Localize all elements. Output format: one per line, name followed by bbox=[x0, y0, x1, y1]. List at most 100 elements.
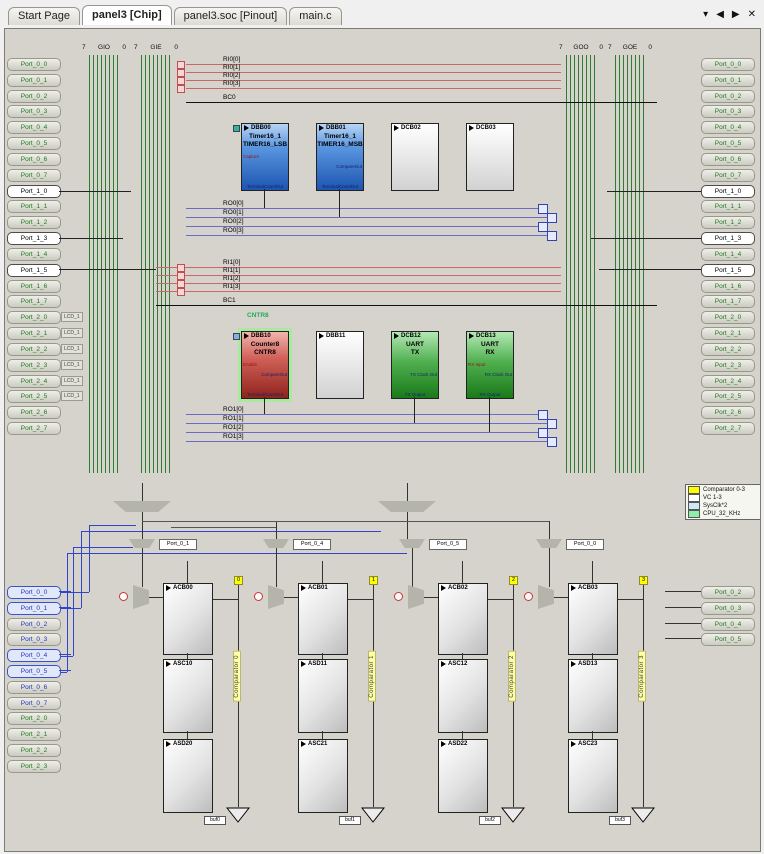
analog-port-left-port_0_5[interactable]: Port_0_5 bbox=[7, 665, 61, 678]
port-pin-right-port_1_3[interactable]: Port_1_3 bbox=[701, 232, 755, 245]
analog-column-mux[interactable] bbox=[268, 585, 284, 609]
row-input-connector[interactable] bbox=[177, 61, 185, 69]
row-output-connector[interactable] bbox=[547, 419, 557, 429]
analog-input-mux[interactable] bbox=[113, 501, 171, 512]
tab-panel3-chip-[interactable]: panel3 [Chip] bbox=[81, 5, 172, 25]
port-pin-right-port_2_1[interactable]: Port_2_1 bbox=[701, 327, 755, 340]
tab-panel3-soc-pinout-[interactable]: panel3.soc [Pinout] bbox=[173, 7, 288, 25]
tab-main-c[interactable]: main.c bbox=[289, 7, 342, 25]
row-input-connector[interactable] bbox=[177, 85, 185, 93]
port-pin-right-port_2_4[interactable]: Port_2_4 bbox=[701, 375, 755, 388]
port-pin-right-port_0_0[interactable]: Port_0_0 bbox=[701, 58, 755, 71]
analog-port-right-port_0_3[interactable]: Port_0_3 bbox=[701, 602, 755, 615]
port-pin-right-port_2_7[interactable]: Port_2_7 bbox=[701, 422, 755, 435]
output-buffer-icon[interactable] bbox=[226, 807, 250, 824]
port-pin-right-port_2_0[interactable]: Port_2_0 bbox=[701, 311, 755, 324]
analog-block-asd11[interactable]: ASD11 bbox=[298, 659, 348, 733]
port-pin-left-port_0_4[interactable]: Port_0_4 bbox=[7, 121, 61, 134]
analog-port-left-port_0_7[interactable]: Port_0_7 bbox=[7, 697, 61, 710]
analog-select-mux[interactable] bbox=[263, 539, 289, 548]
analog-block-asd22[interactable]: ASD22 bbox=[438, 739, 488, 813]
row-output-connector[interactable] bbox=[547, 231, 557, 241]
analog-block-asc21[interactable]: ASC21 bbox=[298, 739, 348, 813]
port-pin-right-port_2_2[interactable]: Port_2_2 bbox=[701, 343, 755, 356]
row-input-connector[interactable] bbox=[177, 264, 185, 272]
analog-block-asd20[interactable]: ASD20 bbox=[163, 739, 213, 813]
port-pin-right-port_2_6[interactable]: Port_2_6 bbox=[701, 406, 755, 419]
row-output-connector[interactable] bbox=[538, 428, 548, 438]
tab-start-page[interactable]: Start Page bbox=[8, 7, 80, 25]
analog-port-left-port_0_2[interactable]: Port_0_2 bbox=[7, 618, 61, 631]
port-pin-left-port_0_3[interactable]: Port_0_3 bbox=[7, 105, 61, 118]
analog-select-value[interactable]: Port_0_4 bbox=[293, 539, 331, 550]
digital-block-dcb02[interactable]: DCB02 bbox=[391, 123, 439, 191]
port-pin-left-port_2_3[interactable]: Port_2_3 bbox=[7, 359, 61, 372]
port-pin-left-port_2_1[interactable]: Port_2_1 bbox=[7, 327, 61, 340]
analog-select-mux[interactable] bbox=[399, 539, 425, 548]
port-pin-right-port_0_6[interactable]: Port_0_6 bbox=[701, 153, 755, 166]
analog-port-left-port_0_4[interactable]: Port_0_4 bbox=[7, 649, 61, 662]
port-pin-right-port_0_1[interactable]: Port_0_1 bbox=[701, 74, 755, 87]
analog-block-acb00[interactable]: ACB00 bbox=[163, 583, 213, 655]
row-output-connector[interactable] bbox=[538, 222, 548, 232]
tab-menu-icon[interactable]: ▾ bbox=[703, 9, 709, 20]
port-pin-left-port_2_0[interactable]: Port_2_0 bbox=[7, 311, 61, 324]
port-pin-left-port_2_7[interactable]: Port_2_7 bbox=[7, 422, 61, 435]
port-pin-right-port_0_4[interactable]: Port_0_4 bbox=[701, 121, 755, 134]
analog-port-left-port_0_1[interactable]: Port_0_1 bbox=[7, 602, 61, 615]
port-pin-left-port_1_1[interactable]: Port_1_1 bbox=[7, 200, 61, 213]
analog-block-asc10[interactable]: ASC10 bbox=[163, 659, 213, 733]
analog-port-left-port_2_2[interactable]: Port_2_2 bbox=[7, 744, 61, 757]
port-pin-left-port_0_7[interactable]: Port_0_7 bbox=[7, 169, 61, 182]
port-pin-left-port_0_1[interactable]: Port_0_1 bbox=[7, 74, 61, 87]
port-pin-left-port_1_5[interactable]: Port_1_5 bbox=[7, 264, 61, 277]
analog-column-mux[interactable] bbox=[408, 585, 424, 609]
port-pin-right-port_1_7[interactable]: Port_1_7 bbox=[701, 295, 755, 308]
port-pin-left-port_0_5[interactable]: Port_0_5 bbox=[7, 137, 61, 150]
port-pin-right-port_2_5[interactable]: Port_2_5 bbox=[701, 390, 755, 403]
analog-select-mux[interactable] bbox=[536, 539, 562, 548]
analog-select-value[interactable]: Port_0_1 bbox=[159, 539, 197, 550]
tab-scroll-right-icon[interactable]: ▶ bbox=[731, 9, 740, 20]
analog-port-left-port_0_0[interactable]: Port_0_0 bbox=[7, 586, 61, 599]
output-buffer-icon[interactable] bbox=[361, 807, 385, 824]
tab-scroll-left-icon[interactable]: ◀ bbox=[716, 9, 724, 20]
port-pin-right-port_0_2[interactable]: Port_0_2 bbox=[701, 90, 755, 103]
analog-block-acb02[interactable]: ACB02 bbox=[438, 583, 488, 655]
analog-port-right-port_0_4[interactable]: Port_0_4 bbox=[701, 618, 755, 631]
row-output-connector[interactable] bbox=[538, 204, 548, 214]
row-input-connector[interactable] bbox=[177, 69, 185, 77]
port-pin-left-port_0_6[interactable]: Port_0_6 bbox=[7, 153, 61, 166]
row-input-connector[interactable] bbox=[177, 280, 185, 288]
port-pin-left-port_1_0[interactable]: Port_1_0 bbox=[7, 185, 61, 198]
port-pin-right-port_1_1[interactable]: Port_1_1 bbox=[701, 200, 755, 213]
port-pin-left-port_2_5[interactable]: Port_2_5 bbox=[7, 390, 61, 403]
port-pin-right-port_2_3[interactable]: Port_2_3 bbox=[701, 359, 755, 372]
analog-select-value[interactable]: Port_0_0 bbox=[566, 539, 604, 550]
row-output-connector[interactable] bbox=[547, 213, 557, 223]
row-input-connector[interactable] bbox=[177, 288, 185, 296]
port-pin-right-port_0_5[interactable]: Port_0_5 bbox=[701, 137, 755, 150]
port-pin-right-port_1_0[interactable]: Port_1_0 bbox=[701, 185, 755, 198]
port-pin-right-port_1_4[interactable]: Port_1_4 bbox=[701, 248, 755, 261]
analog-port-right-port_0_5[interactable]: Port_0_5 bbox=[701, 633, 755, 646]
analog-block-asd13[interactable]: ASD13 bbox=[568, 659, 618, 733]
row-output-connector[interactable] bbox=[547, 437, 557, 447]
analog-port-left-port_0_3[interactable]: Port_0_3 bbox=[7, 633, 61, 646]
analog-input-mux[interactable] bbox=[378, 501, 436, 512]
output-buffer-icon[interactable] bbox=[501, 807, 525, 824]
analog-block-acb03[interactable]: ACB03 bbox=[568, 583, 618, 655]
port-pin-left-port_1_4[interactable]: Port_1_4 bbox=[7, 248, 61, 261]
analog-port-left-port_0_6[interactable]: Port_0_6 bbox=[7, 681, 61, 694]
analog-block-asc23[interactable]: ASC23 bbox=[568, 739, 618, 813]
tab-close-icon[interactable]: ✕ bbox=[747, 9, 756, 20]
analog-column-mux[interactable] bbox=[538, 585, 554, 609]
analog-port-left-port_2_0[interactable]: Port_2_0 bbox=[7, 712, 61, 725]
digital-block-dbb11[interactable]: DBB11 bbox=[316, 331, 364, 399]
port-pin-right-port_1_5[interactable]: Port_1_5 bbox=[701, 264, 755, 277]
port-pin-left-port_2_4[interactable]: Port_2_4 bbox=[7, 375, 61, 388]
analog-block-asc12[interactable]: ASC12 bbox=[438, 659, 488, 733]
